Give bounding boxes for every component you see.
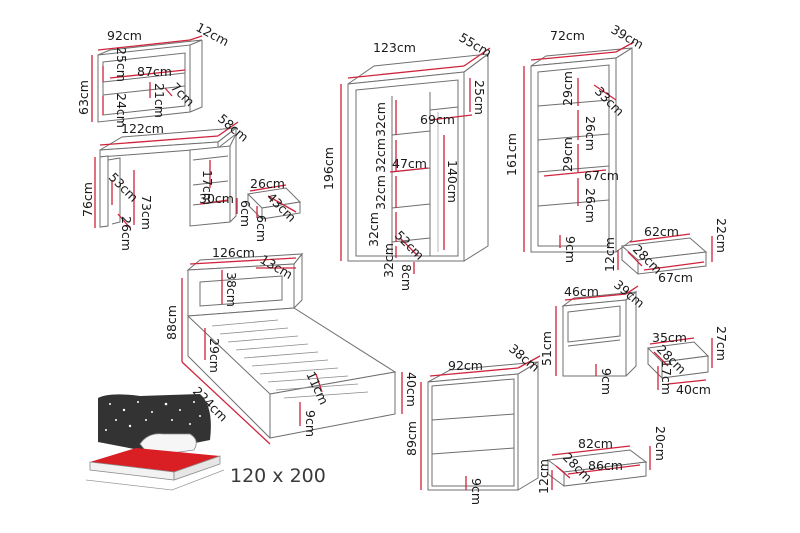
bookcase-drawer-inner-height-label: 12cm <box>602 237 617 272</box>
bed-slats <box>211 319 369 399</box>
nightstand-drawer: 35cm 40cm 28cm 27cm 17cm <box>646 326 729 397</box>
bed-frame-height-label: 40cm <box>404 372 419 407</box>
dresser: 92cm 38cm 89cm 9cm <box>404 341 543 505</box>
nightstand-drawer-outer-width-label: 40cm <box>676 382 711 397</box>
nightstand-width-label: 46cm <box>564 284 599 299</box>
desk-height-label: 76cm <box>80 182 95 217</box>
bookcase-width-label: 72cm <box>550 28 585 43</box>
bookcase-shelf-3-label: 29cm <box>560 137 575 172</box>
shelf-depth-label: 12cm <box>194 19 232 49</box>
nightstand: 46cm 39cm 51cm 9cm <box>539 277 648 395</box>
dresser-drawer: 82cm 86cm 28cm 20cm 12cm <box>536 426 668 494</box>
shelf-height-label: 63cm <box>76 80 91 115</box>
nightstand-drawer-inner-height-label: 17cm <box>659 360 674 395</box>
dresser-base-label: 9cm <box>469 478 484 505</box>
mattress-size-label: 120 x 200 <box>230 465 326 487</box>
bed-headboard-height-label: 38cm <box>224 272 239 307</box>
dresser-width-label: 92cm <box>448 358 483 373</box>
desk-side-depth-label: 53cm <box>106 170 141 205</box>
desk-drawer-front-label: 6cm <box>238 200 253 227</box>
night-stars <box>105 401 201 431</box>
desk-drawer-height-label: 17cm <box>200 170 215 205</box>
nightstand-drawer-height-label: 27cm <box>714 326 729 361</box>
desk: 122cm 58cm 76cm 73cm 53cm 26cm 17cm 30cm… <box>80 111 253 251</box>
desk-drawer: 26cm 43cm 6cm <box>246 176 302 242</box>
wall-shelf: 92cm 12cm 63cm 87cm 25cm 24cm 21cm 7cm <box>76 19 232 128</box>
bed-side-height-label: 29cm <box>207 338 222 373</box>
wardrobe-compartment-4-label: 32cm <box>366 212 381 247</box>
wardrobe: 123cm 55cm 196cm 25cm 69cm 47cm 140cm 32… <box>321 30 494 291</box>
dresser-drawer-inner-width-label: 86cm <box>588 458 623 473</box>
bed-height-label: 88cm <box>164 305 179 340</box>
desk-drawer-width-label: 26cm <box>250 176 285 191</box>
shelf-top-gap-label: 25cm <box>114 47 129 82</box>
desk-drawer-height-label: 6cm <box>254 215 269 242</box>
dresser-drawer-width-label: 82cm <box>578 436 613 451</box>
shelf-inner-width-label: 87cm <box>137 64 172 79</box>
bed-width-label: 126cm <box>212 245 255 260</box>
wardrobe-compartment-5-label: 32cm <box>381 243 396 278</box>
bookcase-shelf-1-label: 29cm <box>560 71 575 106</box>
bookcase-depth-label: 39cm <box>609 22 647 52</box>
bookcase-base-label: 9cm <box>563 236 578 263</box>
bed: 126cm 13cm 38cm 88cm 29cm 224cm 40cm 11c… <box>164 245 419 445</box>
bed-clearance-label: 9cm <box>303 410 318 437</box>
wardrobe-shelf-width-label: 47cm <box>392 156 427 171</box>
wardrobe-height-label: 196cm <box>321 147 336 190</box>
bookcase-inner-width-label: 67cm <box>584 168 619 183</box>
shelf-inner-height-label: 21cm <box>152 83 167 118</box>
wardrobe-hanging-height-label: 140cm <box>445 160 460 203</box>
nightstand-drawer-width-label: 35cm <box>652 330 687 345</box>
nightstand-height-label: 51cm <box>539 331 554 366</box>
desk-drawer-clear-label: 30cm <box>199 191 234 206</box>
bookcase: 72cm 39cm 161cm 33cm 29cm 26cm 29cm 26cm… <box>504 22 646 263</box>
wardrobe-base-label: 8cm <box>399 264 414 291</box>
wardrobe-width-label: 123cm <box>373 40 416 55</box>
desk-leg-height-label: 73cm <box>139 195 154 230</box>
shelf-width-label: 92cm <box>107 28 142 43</box>
wardrobe-top-depth-label: 25cm <box>472 80 487 115</box>
dresser-drawer-height-label: 20cm <box>653 426 668 461</box>
bookcase-drawer: 62cm 67cm 28cm 22cm 12cm <box>602 218 729 285</box>
bookcase-drawer-width-label: 62cm <box>644 224 679 239</box>
bookcase-height-label: 161cm <box>504 133 519 176</box>
bookcase-drawer-height-label: 22cm <box>714 218 729 253</box>
nightstand-base-label: 9cm <box>599 368 614 395</box>
dresser-height-label: 89cm <box>404 421 419 456</box>
bookcase-shelf-4-label: 26cm <box>583 188 598 223</box>
bookcase-shelf-2-label: 26cm <box>583 116 598 151</box>
desk-leg-gap-label: 26cm <box>119 216 134 251</box>
wardrobe-rail-width-label: 69cm <box>420 112 455 127</box>
wardrobe-compartment-3-label: 32cm <box>373 175 388 210</box>
desk-width-label: 122cm <box>121 121 164 136</box>
wardrobe-compartment-1-label: 32cm <box>373 102 388 137</box>
mattress-illustration: 120 x 200 <box>85 394 326 491</box>
bookcase-drawer-outer-width-label: 67cm <box>658 270 693 285</box>
wardrobe-compartment-2-label: 32cm <box>373 138 388 173</box>
dresser-drawer-inner-height-label: 12cm <box>536 459 551 494</box>
shelf-bottom-gap-label: 24cm <box>114 93 129 128</box>
